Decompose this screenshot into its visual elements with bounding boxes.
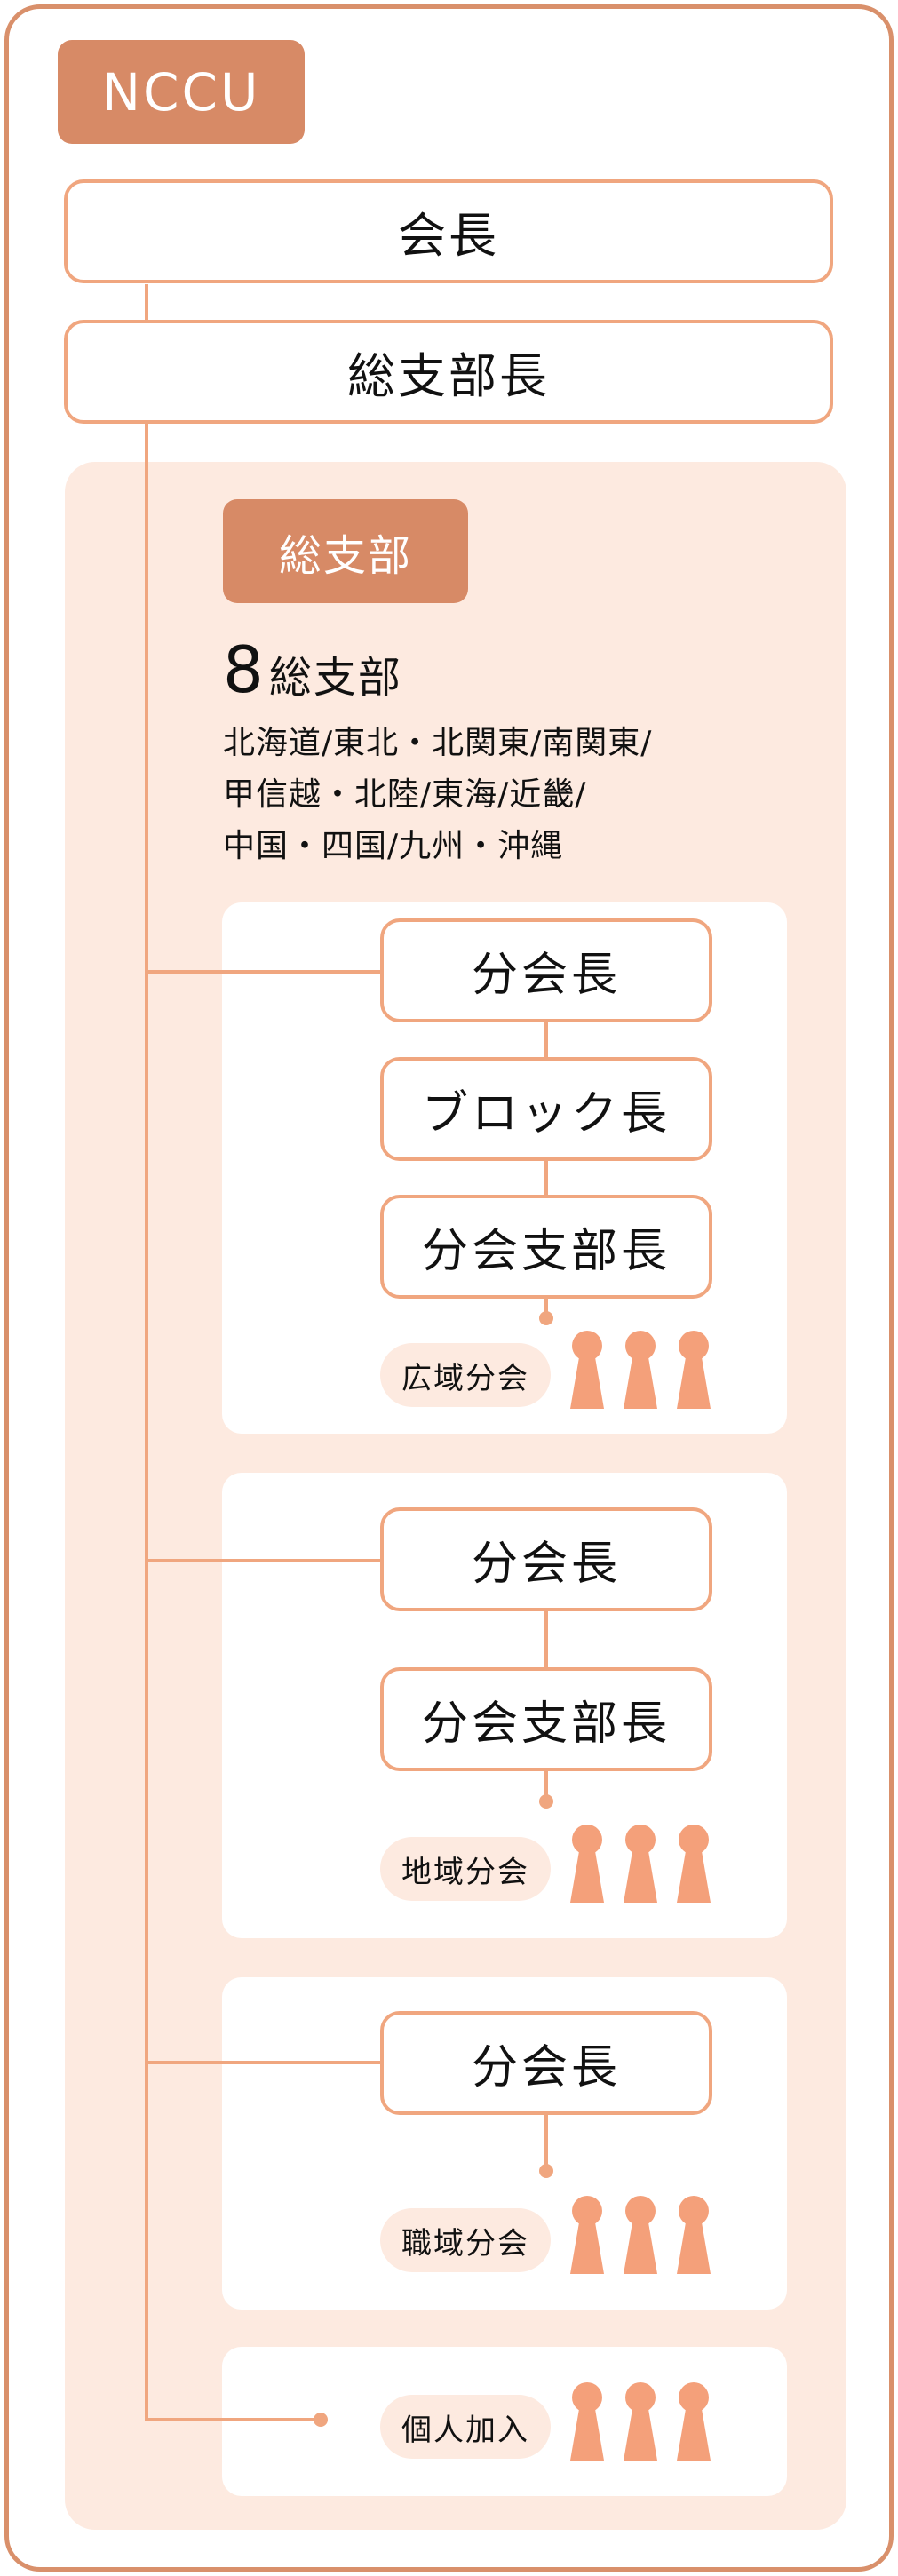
person-icon <box>570 1331 604 1409</box>
person-icon <box>624 1825 657 1903</box>
group-connector <box>147 2061 380 2064</box>
person-icon <box>624 2196 657 2274</box>
person-icon <box>570 2382 604 2461</box>
role-box-branch-chief: 分会長 <box>380 918 712 1022</box>
role-box-branch-sub-chief: 分会支部長 <box>380 1667 712 1771</box>
member-icons <box>570 2196 711 2274</box>
general-branch-count-number: 8 <box>223 632 266 707</box>
member-icons <box>570 2382 711 2461</box>
person-icon <box>677 2382 711 2461</box>
general-branch-tag: 総支部 <box>223 499 468 603</box>
person-icon <box>570 1825 604 1903</box>
person-icon <box>677 1331 711 1409</box>
unit-label: 個人加入 <box>380 2395 551 2459</box>
person-icon <box>677 2196 711 2274</box>
person-icon <box>570 2196 604 2274</box>
connector-dot <box>539 1794 553 1809</box>
main-connector-panel <box>145 462 148 2421</box>
region-line: 甲信越・北陸/東海/近畿/ <box>223 776 587 813</box>
person-icon <box>677 1825 711 1903</box>
connector-dot <box>539 1311 553 1325</box>
general-branch-head-box: 総支部長 <box>64 320 833 424</box>
role-box-branch-chief: 分会長 <box>380 1507 712 1611</box>
role-box-branch-sub-chief: 分会支部長 <box>380 1195 712 1299</box>
region-list: 北海道/東北・北関東/南関東/ 甲信越・北陸/東海/近畿/ 中国・四国/九州・沖… <box>223 718 738 872</box>
region-line: 中国・四国/九州・沖縄 <box>223 828 564 864</box>
role-connector <box>544 1022 548 1320</box>
person-icon <box>624 1331 657 1409</box>
org-name-tag: NCCU <box>58 40 305 144</box>
role-box-block-chief: ブロック長 <box>380 1057 712 1161</box>
region-line: 北海道/東北・北関東/南関東/ <box>223 725 653 761</box>
unit-label: 広域分会 <box>380 1343 551 1407</box>
connector-dot <box>314 2413 328 2427</box>
member-icons <box>570 1825 711 1903</box>
role-box-branch-chief: 分会長 <box>380 2011 712 2115</box>
person-icon <box>624 2382 657 2461</box>
role-connector <box>544 2114 548 2173</box>
group-connector <box>147 1559 380 1562</box>
president-box: 会長 <box>64 179 833 283</box>
general-branch-count-label: 総支部 <box>268 653 402 703</box>
general-branch-count: 8 総支部 <box>223 632 402 707</box>
group-connector <box>147 2418 321 2421</box>
group-connector <box>147 970 380 974</box>
member-icons <box>570 1331 711 1409</box>
unit-label: 地域分会 <box>380 1837 551 1901</box>
unit-label: 職域分会 <box>380 2208 551 2272</box>
connector-dot <box>539 2164 553 2178</box>
